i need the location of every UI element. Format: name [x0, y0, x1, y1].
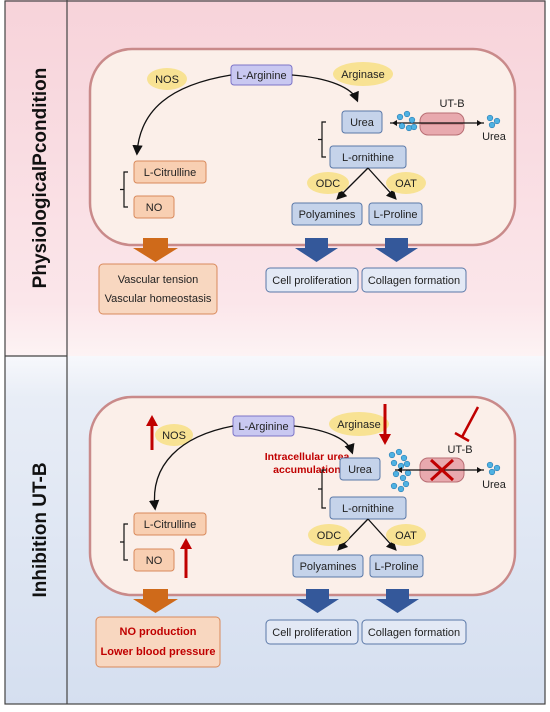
vascular-outcome-box: [98, 263, 218, 315]
nos-enzyme-inhibited: [155, 424, 193, 446]
odc-label-inhibited: ODC: [317, 530, 342, 542]
arrow-ornithine-to-polyamines-inhibited: [337, 518, 369, 551]
l-ornithine-label-inhibited: L-ornithine: [342, 503, 394, 515]
l-ornithine-label: L-ornithine: [342, 152, 394, 164]
ut-b-label-inhibited: UT-B: [447, 444, 472, 456]
orange-down-arrow: [133, 238, 178, 262]
arginase-decrease-arrowhead: [379, 434, 391, 445]
top-panel: NOS L-Arginine Arginase Urea L-ornithine…: [88, 47, 517, 315]
arrow-ornithine-to-polyamines: [336, 167, 369, 200]
l-arginine-label-inhibited: L-Arginine: [238, 421, 288, 433]
no-outcome-line1: NO production: [120, 626, 197, 638]
urea-molecules-accumulated: [388, 448, 412, 493]
no-box-inhibited: [133, 548, 175, 572]
bottom-panel: NOS L-Arginine Arginase Intracellular ur…: [88, 395, 517, 668]
oat-enzyme: [386, 172, 426, 194]
arrow-ornithine-to-proline: [367, 167, 397, 200]
nos-enzyme: [147, 68, 187, 90]
no-outcome-box: [95, 616, 221, 668]
l-arginine-label: L-Arginine: [236, 70, 286, 82]
cell-proliferation-label-inhibited: Cell proliferation: [272, 627, 351, 639]
arrow-arginine-to-citrulline-inhibited: [148, 425, 234, 511]
polyamines-label-inhibited: Polyamines: [300, 561, 357, 573]
cell-proliferation-box-inhibited: [265, 619, 359, 645]
nos-label-inhibited: NOS: [162, 430, 186, 442]
citrulline-no-brace-inhibited: [120, 523, 128, 561]
top-side-label: PhysiologicalPcondition: [30, 68, 51, 289]
outer-frame: [4, 0, 546, 705]
l-citrulline-label-inhibited: L-Citrulline: [144, 519, 197, 531]
collagen-formation-box: [361, 267, 467, 293]
l-proline-box: [368, 202, 423, 226]
l-proline-box-inhibited: [369, 554, 424, 578]
no-increase-arrowhead: [180, 538, 192, 549]
odc-enzyme: [307, 172, 349, 194]
urea-molecules-outside: [486, 114, 501, 129]
cell-proliferation-label: Cell proliferation: [272, 275, 351, 287]
ut-b-channel-blocked: [395, 457, 484, 483]
ut-b-channel: [390, 112, 484, 136]
nos-increase-arrowhead: [146, 415, 158, 426]
cell-proliferation-box: [265, 267, 359, 293]
no-label: NO: [146, 202, 163, 214]
l-citrulline-box-inhibited: [133, 512, 207, 536]
citrulline-no-brace: [120, 171, 128, 208]
vascular-outcome-line1: Vascular tension: [118, 274, 199, 286]
odc-label: ODC: [316, 178, 341, 190]
bottom-side-label: Inhibition UT-B: [30, 462, 51, 597]
l-citrulline-box: [133, 160, 207, 184]
urea-label: Urea: [350, 117, 375, 129]
urea-molecules-inside: [396, 110, 418, 132]
ut-b-inhibitor-symbol: [454, 406, 480, 443]
l-proline-label-inhibited: L-Proline: [374, 561, 418, 573]
vascular-outcome-line2: Vascular homeostasis: [105, 293, 212, 305]
arginase-label-inhibited: Arginase: [337, 419, 380, 431]
accumulation-line1: Intracellular urea: [265, 451, 350, 463]
polyamines-box-inhibited: [292, 554, 364, 578]
urea-box-inhibited: [339, 457, 381, 481]
cell-membrane: [88, 47, 517, 247]
blue-down-arrow-right: [375, 238, 418, 262]
collagen-formation-box-inhibited: [361, 619, 467, 645]
collagen-formation-label-inhibited: Collagen formation: [368, 627, 460, 639]
arginase-enzyme: [333, 62, 393, 86]
ut-b-label: UT-B: [439, 98, 464, 110]
orange-down-arrow-inhibited: [133, 589, 178, 613]
nos-label: NOS: [155, 74, 179, 86]
oat-label-inhibited: OAT: [395, 530, 417, 542]
polyamines-box: [291, 202, 363, 226]
no-outcome-line2: Lower blood pressure: [101, 646, 216, 658]
products-brace: [318, 121, 326, 158]
arginase-label: Arginase: [341, 69, 384, 81]
oat-enzyme-inhibited: [386, 524, 426, 546]
no-label-inhibited: NO: [146, 555, 163, 567]
products-brace-inhibited: [318, 469, 326, 509]
arrow-ornithine-to-proline-inhibited: [367, 518, 397, 551]
odc-enzyme-inhibited: [308, 524, 350, 546]
urea-out-label-inhibited: Urea: [482, 479, 507, 491]
collagen-formation-label: Collagen formation: [368, 275, 460, 287]
arrow-arginine-to-citrulline: [132, 74, 232, 156]
urea-molecules-outside-inhibited: [486, 461, 501, 476]
polyamines-label: Polyamines: [299, 209, 356, 221]
accumulation-line2: accumulation: [273, 464, 341, 476]
arginase-enzyme-inhibited: [329, 412, 389, 436]
blue-down-arrow-left-inhibited: [296, 589, 339, 613]
blue-down-arrow-right-inhibited: [376, 589, 419, 613]
urea-label-inhibited: Urea: [348, 464, 373, 476]
arrow-arginine-to-urea: [291, 74, 359, 103]
urea-box: [341, 110, 383, 134]
blue-down-arrow-left: [295, 238, 338, 262]
urea-out-label: Urea: [482, 131, 507, 143]
no-box: [133, 195, 175, 219]
l-citrulline-label: L-Citrulline: [144, 167, 197, 179]
oat-label: OAT: [395, 178, 417, 190]
arrow-arginine-to-urea-inhibited: [293, 425, 355, 455]
l-proline-label: L-Proline: [373, 209, 417, 221]
